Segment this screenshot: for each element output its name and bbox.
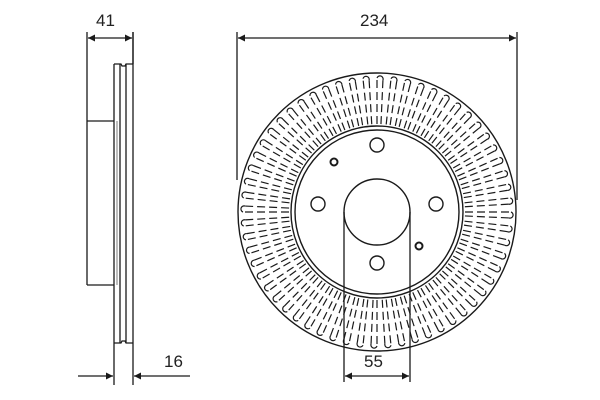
side-view	[86, 32, 134, 385]
dimension-label-16: 16	[164, 352, 183, 371]
dimension-234	[236, 32, 518, 200]
dimension-55	[343, 212, 411, 382]
dimension-label-41: 41	[96, 11, 115, 30]
dimension-label-234: 234	[360, 11, 389, 30]
dimension-label-55: 55	[364, 352, 383, 371]
front-view	[237, 72, 517, 352]
